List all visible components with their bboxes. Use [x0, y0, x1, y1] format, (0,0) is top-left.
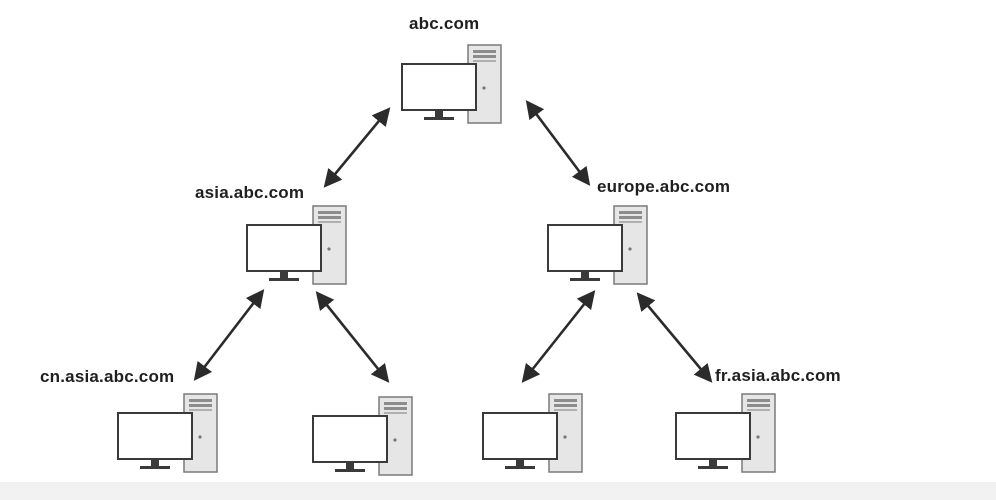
node-label-fr: fr.asia.abc.com: [715, 366, 841, 385]
node-label-asia: asia.abc.com: [195, 183, 305, 202]
bidirectional-arrow-asia-cn: [193, 289, 265, 381]
computer-europe: [546, 205, 666, 285]
desktop-computer-icon: [401, 44, 502, 124]
desktop-computer-icon: [482, 393, 583, 473]
desktop-computer-icon: [117, 393, 218, 473]
bottom-strip: [0, 482, 996, 500]
desktop-computer-icon: [547, 205, 648, 285]
bidirectional-arrow-asia-asia_child2: [315, 291, 390, 383]
bidirectional-arrow-europe-fr: [636, 292, 713, 383]
desktop-computer-icon: [312, 396, 413, 476]
computer-root: [400, 44, 520, 124]
desktop-computer-icon: [246, 205, 347, 285]
computer-cn: [116, 393, 236, 473]
computer-europe-child1: [481, 393, 601, 473]
node-label-europe: europe.abc.com: [597, 177, 731, 196]
bidirectional-arrow-europe-europe_child1: [521, 290, 596, 383]
computer-asia: [245, 205, 365, 285]
desktop-computer-icon: [675, 393, 776, 473]
node-label-root: abc.com: [409, 14, 480, 33]
bidirectional-arrow-root-europe: [525, 100, 591, 186]
node-label-cn: cn.asia.abc.com: [40, 367, 175, 386]
bidirectional-arrow-root-asia: [323, 107, 391, 188]
computer-asia-child2: [311, 396, 431, 476]
computer-fr: [674, 393, 794, 473]
